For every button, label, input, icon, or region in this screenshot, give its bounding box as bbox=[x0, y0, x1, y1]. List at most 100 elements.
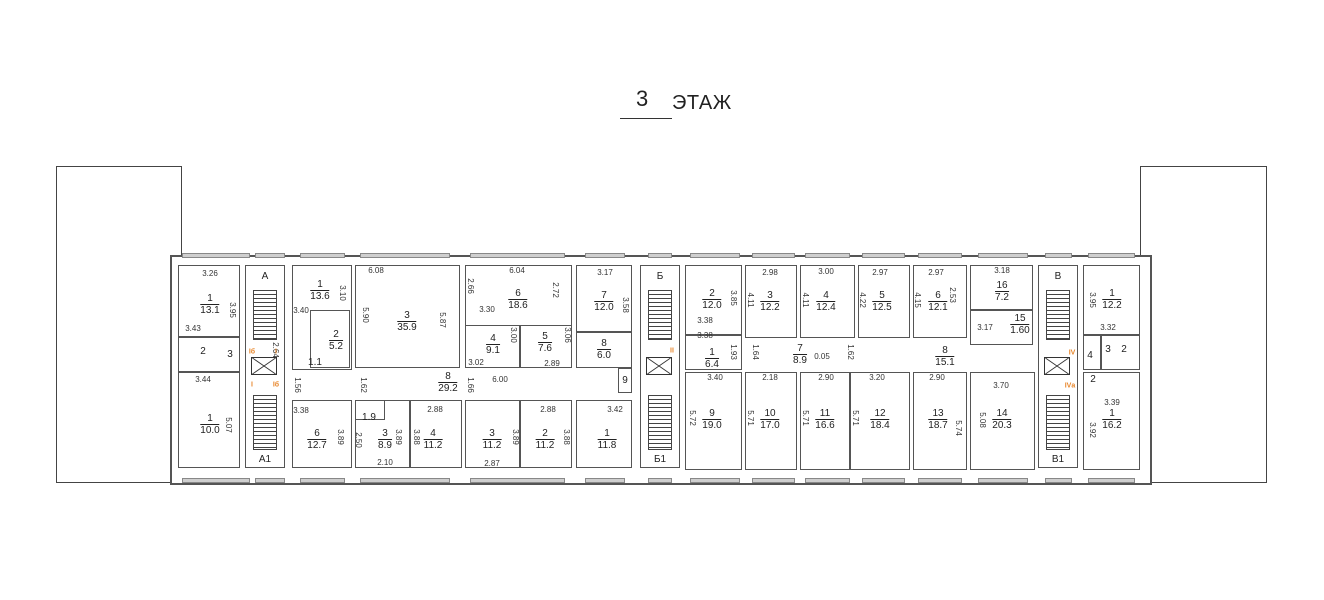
dimension-label: 3.39 bbox=[1104, 398, 1120, 407]
room-outline bbox=[355, 265, 460, 368]
window bbox=[918, 478, 962, 483]
window bbox=[255, 253, 285, 258]
dimension-label: 3.88 bbox=[412, 429, 421, 445]
room-outline bbox=[292, 400, 352, 468]
room-number: 16 bbox=[996, 280, 1008, 291]
section-marker: Iб bbox=[248, 348, 256, 356]
stair-steps bbox=[253, 290, 277, 340]
window bbox=[182, 253, 250, 258]
room-outline bbox=[745, 372, 797, 470]
stairwell-label: В1 bbox=[1051, 454, 1065, 465]
dimension-label: 2.88 bbox=[427, 405, 443, 414]
room-area: 12.2 bbox=[760, 301, 780, 313]
dimension-label: 1.56 bbox=[293, 377, 302, 393]
room-number: 2 bbox=[542, 428, 548, 439]
room-label: 2 bbox=[1121, 345, 1127, 355]
room-label: 9 bbox=[622, 376, 628, 386]
room-number: 6 bbox=[515, 288, 521, 299]
dimension-label: 3.26 bbox=[202, 269, 218, 278]
room-number: 9 bbox=[622, 375, 628, 386]
room-number: 1.9 bbox=[362, 412, 376, 423]
dimension-label: 2.10 bbox=[377, 458, 393, 467]
room-number: 4 bbox=[490, 333, 496, 344]
dimension-label: 3.02 bbox=[468, 358, 484, 367]
section-marker: Iб bbox=[272, 381, 280, 389]
room-outline bbox=[410, 400, 462, 468]
room-number: 2 bbox=[709, 288, 715, 299]
dimension-label: 4.15 bbox=[913, 292, 922, 308]
room-outline bbox=[178, 337, 240, 372]
room-outline bbox=[1101, 335, 1140, 370]
room-number: 4 bbox=[823, 290, 829, 301]
section-marker: I bbox=[251, 381, 253, 389]
dimension-label: 3.06 bbox=[563, 327, 572, 343]
dimension-label: 5.72 bbox=[688, 410, 697, 426]
dimension-label: 5.71 bbox=[746, 410, 755, 426]
window bbox=[978, 253, 1028, 258]
room-outline bbox=[576, 400, 632, 468]
dimension-label: 3.38 bbox=[697, 316, 713, 325]
room-outline bbox=[800, 372, 850, 470]
dimension-label: 5.87 bbox=[438, 312, 447, 328]
room-area: 18.4 bbox=[870, 419, 890, 431]
window bbox=[1088, 253, 1135, 258]
room-number: 4 bbox=[430, 428, 436, 439]
room-number: 1 bbox=[317, 279, 323, 290]
window bbox=[1045, 478, 1072, 483]
room-outline bbox=[970, 265, 1033, 310]
room-area: 11.8 bbox=[597, 439, 617, 451]
dimension-label: 3.00 bbox=[818, 267, 834, 276]
room-outline bbox=[1083, 265, 1140, 335]
room-outline bbox=[685, 335, 742, 370]
dimension-label: 2.50 bbox=[354, 432, 363, 448]
elevator-icon bbox=[251, 357, 277, 375]
room-label: 1.1 bbox=[308, 358, 322, 368]
room-label: 3 bbox=[227, 350, 233, 360]
dimension-label: 3.17 bbox=[597, 268, 613, 277]
room-number: 1 bbox=[604, 428, 610, 439]
dimension-label: 2.53 bbox=[948, 287, 957, 303]
room-outline bbox=[178, 372, 240, 468]
dimension-label: 0.05 bbox=[814, 352, 830, 361]
window bbox=[752, 478, 795, 483]
room-number: 13 bbox=[932, 408, 944, 419]
dimension-label: 1.93 bbox=[729, 344, 738, 360]
stairwell-label: Б bbox=[656, 271, 664, 282]
window bbox=[862, 478, 905, 483]
room-area: 8.9 bbox=[793, 354, 807, 366]
window bbox=[752, 253, 795, 258]
dimension-label: 5.74 bbox=[954, 420, 963, 436]
room-number: 8 bbox=[445, 371, 451, 382]
dimension-label: 3.89 bbox=[394, 429, 403, 445]
room-number: 1 bbox=[709, 347, 715, 358]
room-area: 7.2 bbox=[995, 291, 1009, 303]
room-outline bbox=[685, 265, 742, 335]
dimension-label: 4.11 bbox=[746, 292, 755, 308]
room-area: 12.0 bbox=[702, 299, 722, 311]
dimension-label: 2.90 bbox=[929, 373, 945, 382]
window bbox=[585, 478, 625, 483]
stairwell-label: В bbox=[1054, 271, 1062, 282]
dimension-label: 3.85 bbox=[729, 290, 738, 306]
dimension-label: 3.40 bbox=[707, 373, 723, 382]
window bbox=[1088, 478, 1135, 483]
room-number: 14 bbox=[996, 408, 1008, 419]
room-number: 3 bbox=[489, 428, 495, 439]
room-number: 6 bbox=[935, 290, 941, 301]
dimension-label: 3.95 bbox=[228, 302, 237, 318]
window bbox=[360, 253, 450, 258]
room-area: 11.2 bbox=[535, 439, 555, 451]
